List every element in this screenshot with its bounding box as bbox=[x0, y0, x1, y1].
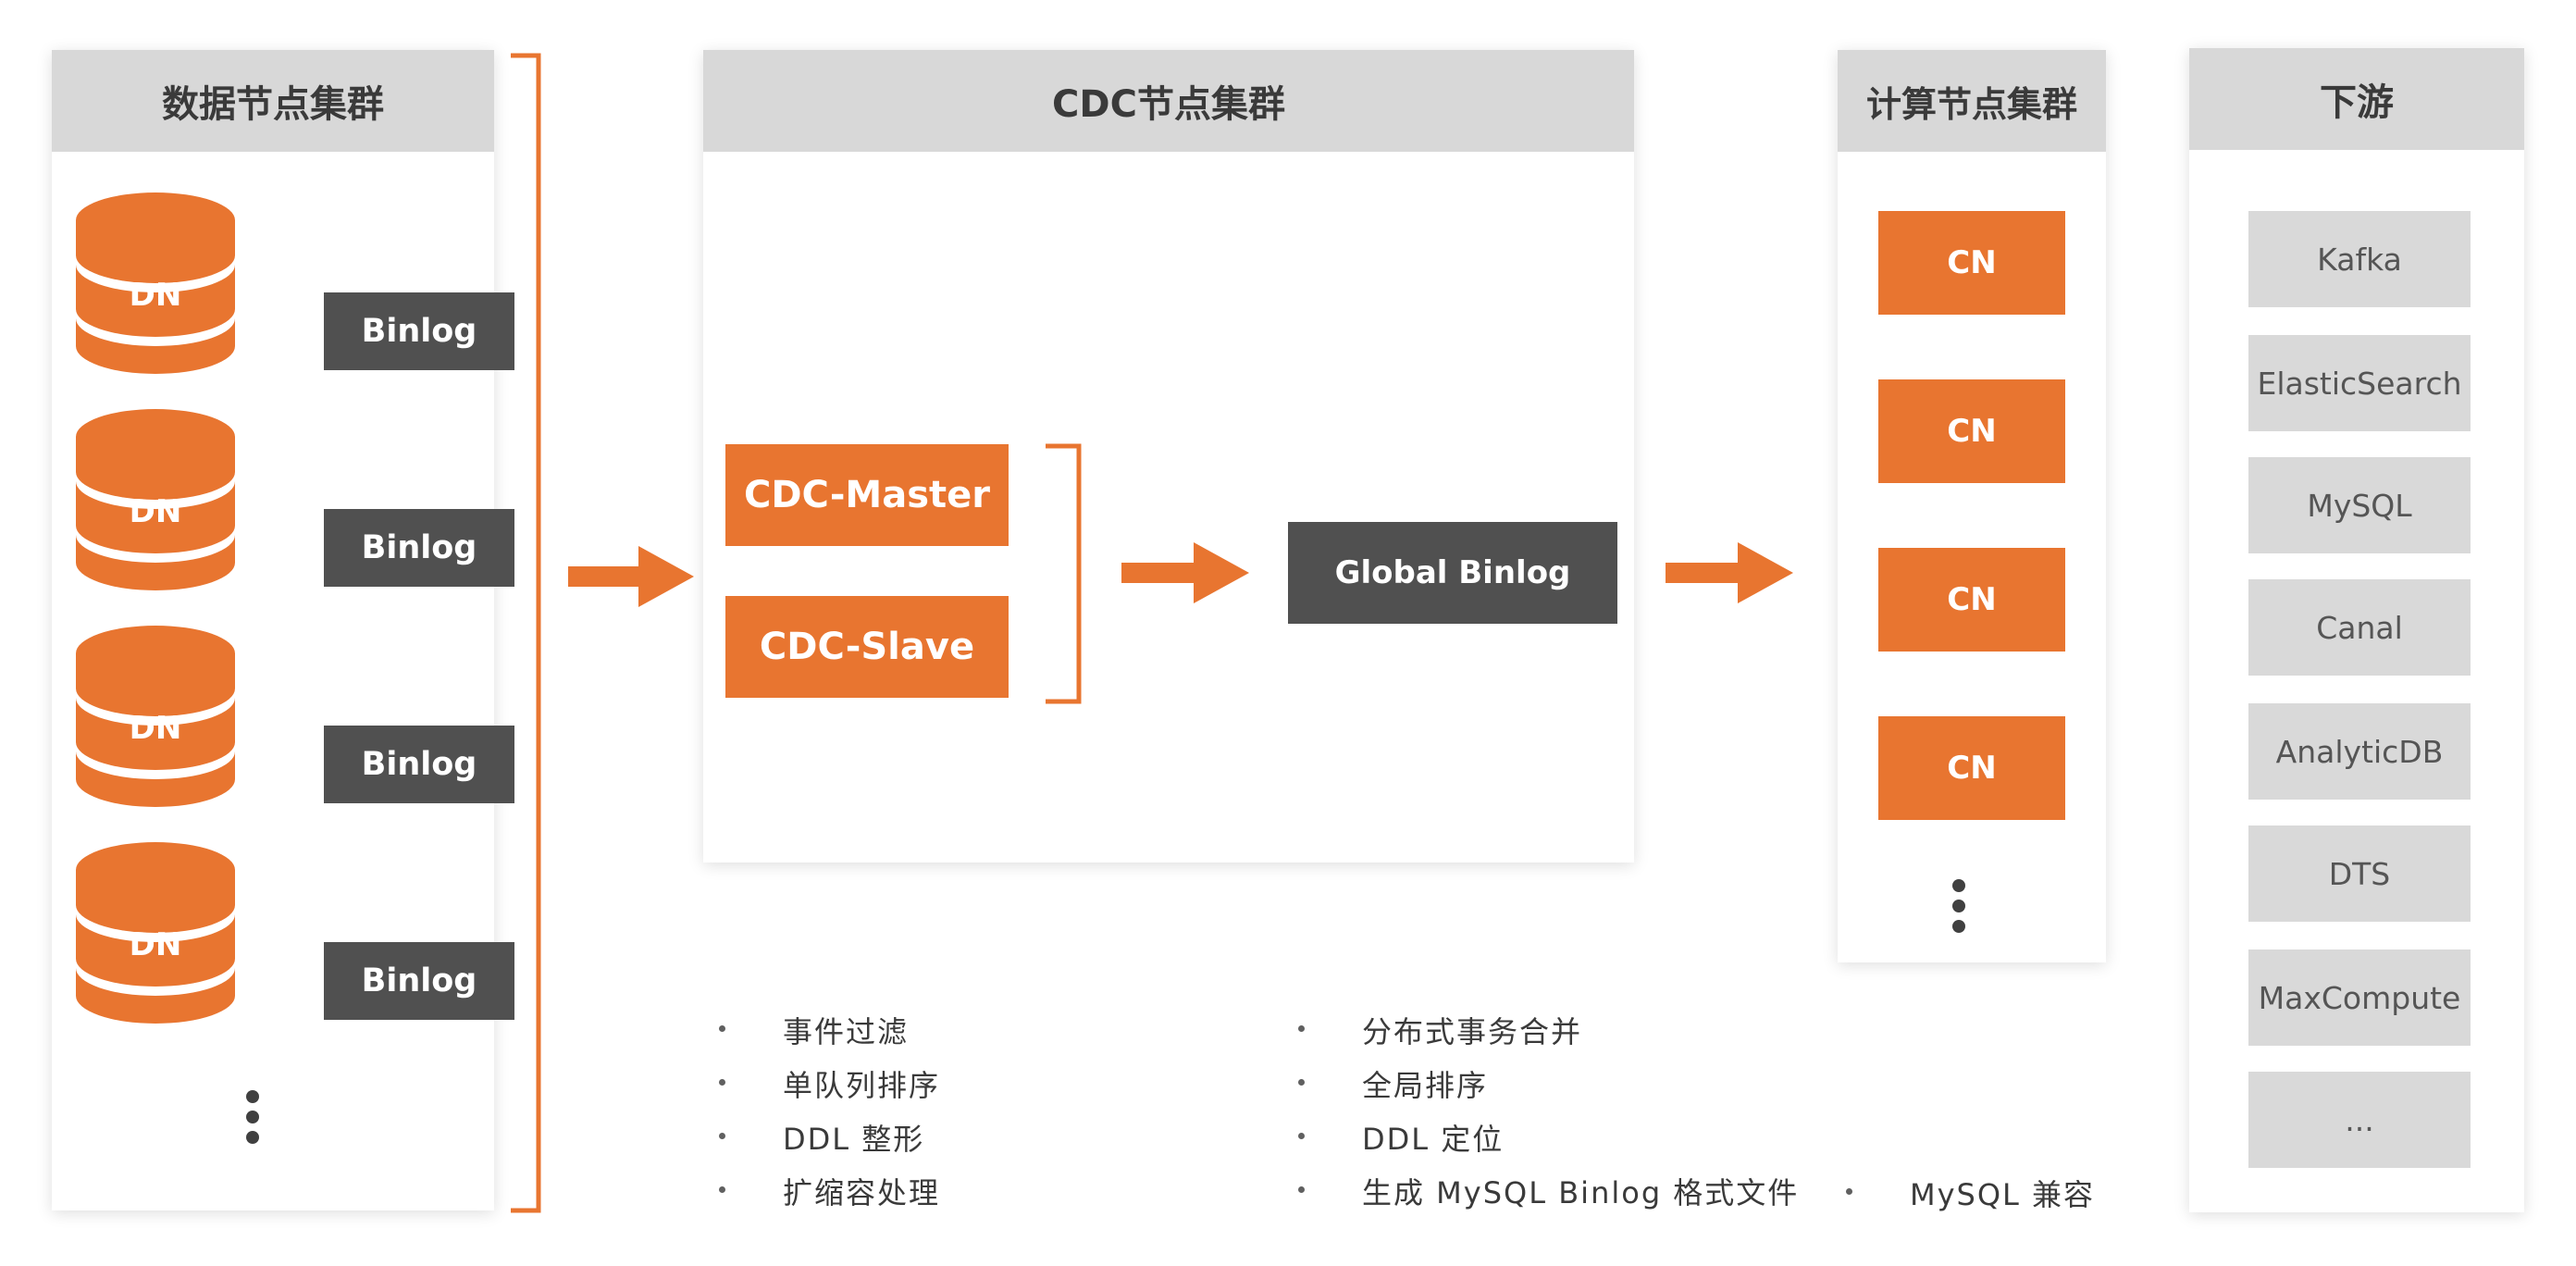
bullet-dot bbox=[719, 1079, 725, 1086]
feature-item: 事件过滤 bbox=[783, 1014, 910, 1049]
feature-item: DDL 整形 bbox=[783, 1122, 925, 1157]
dn-label: DN bbox=[129, 710, 182, 747]
downstream-item: MaxCompute bbox=[2248, 950, 2471, 1046]
feature-item: 分布式事务合并 bbox=[1362, 1014, 1583, 1049]
compute-node-cluster-title: 计算节点集群 bbox=[1838, 50, 2106, 152]
arrow-right-icon bbox=[568, 546, 694, 607]
bullet-dot bbox=[719, 1025, 725, 1032]
bullet-dot bbox=[719, 1133, 725, 1139]
downstream-item: AnalyticDB bbox=[2248, 703, 2471, 800]
cn-box: CN bbox=[1878, 716, 2065, 820]
downstream-title: 下游 bbox=[2189, 48, 2524, 150]
database-icon bbox=[76, 409, 235, 590]
binlog-box: Binlog bbox=[324, 942, 514, 1020]
data-node-cluster-title: 数据节点集群 bbox=[52, 50, 494, 152]
bullet-dot bbox=[1298, 1133, 1305, 1139]
bullet-dot bbox=[1846, 1188, 1852, 1195]
arrow-right-icon bbox=[1121, 542, 1249, 603]
downstream-item: ElasticSearch bbox=[2248, 335, 2471, 431]
downstream-item: MySQL bbox=[2248, 457, 2471, 553]
feature-item: DDL 定位 bbox=[1362, 1122, 1505, 1157]
binlog-box: Binlog bbox=[324, 292, 514, 370]
bullet-dot bbox=[1298, 1186, 1305, 1193]
feature-item: 生成 MySQL Binlog 格式文件 bbox=[1362, 1175, 1800, 1210]
downstream-item: DTS bbox=[2248, 825, 2471, 922]
bullet-dot bbox=[1298, 1025, 1305, 1032]
cdc-master-box: CDC-Master bbox=[725, 444, 1009, 546]
cn-box: CN bbox=[1878, 548, 2065, 652]
bullet-dot bbox=[1298, 1079, 1305, 1086]
global-binlog-box: Global Binlog bbox=[1288, 522, 1617, 624]
binlog-box: Binlog bbox=[324, 726, 514, 803]
bracket-right-small bbox=[1046, 443, 1082, 704]
downstream-item: ... bbox=[2248, 1072, 2471, 1168]
database-icon bbox=[76, 626, 235, 807]
binlog-box: Binlog bbox=[324, 509, 514, 587]
arrow-right-icon bbox=[1666, 542, 1793, 603]
cdc-cluster-title: CDC节点集群 bbox=[703, 50, 1634, 152]
feature-item: MySQL 兼容 bbox=[1910, 1177, 2096, 1212]
downstream-item: Kafka bbox=[2248, 211, 2471, 307]
downstream-item: Canal bbox=[2248, 579, 2471, 676]
database-icon bbox=[76, 192, 235, 374]
cdc-cluster-panel: CDC节点集群 CDC-Master CDC-Slave Global Binl… bbox=[703, 50, 1634, 863]
database-icon bbox=[76, 842, 235, 1024]
dn-label: DN bbox=[129, 926, 182, 963]
more-dots-icon bbox=[245, 1090, 260, 1151]
feature-item: 扩缩容处理 bbox=[783, 1175, 941, 1210]
feature-item: 全局排序 bbox=[1362, 1068, 1489, 1103]
feature-item: 单队列排序 bbox=[783, 1068, 941, 1103]
bullet-dot bbox=[719, 1186, 725, 1193]
cn-box: CN bbox=[1878, 211, 2065, 315]
cdc-slave-box: CDC-Slave bbox=[725, 596, 1009, 698]
bracket-right-large bbox=[511, 53, 541, 1213]
data-node-cluster-panel: 数据节点集群 DN Binlog DN Binlog DN Binlog DN … bbox=[52, 50, 514, 1210]
more-dots-icon bbox=[1951, 879, 1966, 940]
compute-node-cluster-panel: 计算节点集群 CN CN CN CN bbox=[1838, 50, 2106, 962]
cn-box: CN bbox=[1878, 379, 2065, 483]
dn-label: DN bbox=[129, 277, 182, 314]
dn-label: DN bbox=[129, 493, 182, 530]
